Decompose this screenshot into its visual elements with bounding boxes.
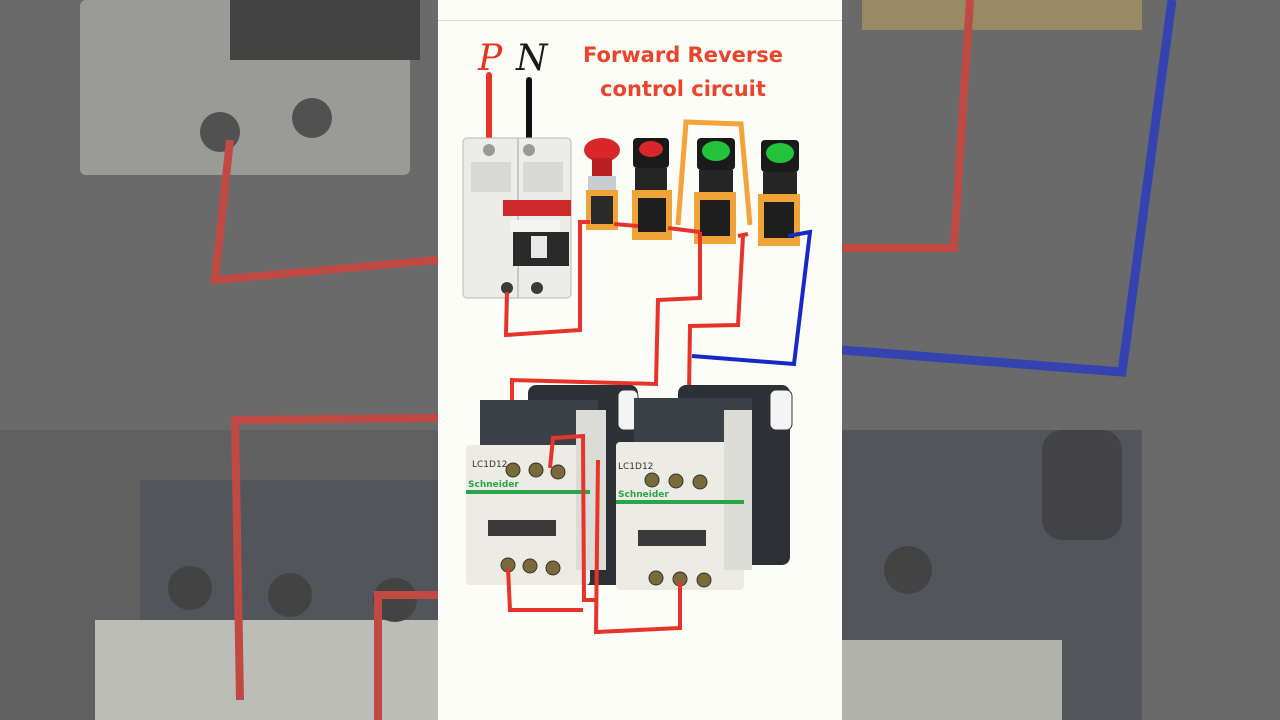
neutral-label: N [516,38,548,79]
emergency-stop-icon [584,138,620,230]
control-wire-orange [675,119,753,226]
wiring-diagram [462,72,813,635]
red-wire-stop-to-forward [667,226,701,234]
background-left [0,0,438,720]
red-wire-k2-bottom [593,459,682,635]
contactor-k1-brand: Schneider [468,480,519,490]
contactor-icon [466,385,639,585]
contactor-k1-model: LC1D12 [472,460,508,470]
red-wire-k1-bottom [506,567,583,612]
diagram-panel: P N Forward Reverse control circuit [438,0,842,720]
reverse-button-icon [758,140,800,246]
stop-button-icon [632,138,672,240]
red-wire-breaker-to-estop [503,220,590,338]
phase-label: P [478,38,503,79]
top-bar [438,0,842,21]
contactor-icon [616,385,793,590]
forward-button-icon [694,138,736,244]
background-left-art [0,0,438,720]
contactor-k2-brand: Schneider [618,490,669,500]
background-right-art [842,0,1280,720]
red-wire-k2-to-button [737,232,749,238]
blue-wire [691,229,813,367]
red-wire-k1-interlock [548,433,598,602]
contactor-k2-model: LC1D12 [618,462,654,472]
background-right [842,0,1280,720]
red-wire-estop-to-stop [613,222,639,228]
diagram-title: Forward Reverse control circuit [583,43,783,101]
red-wire-forward-to-k1 [510,232,702,460]
breaker-icon [462,137,572,299]
